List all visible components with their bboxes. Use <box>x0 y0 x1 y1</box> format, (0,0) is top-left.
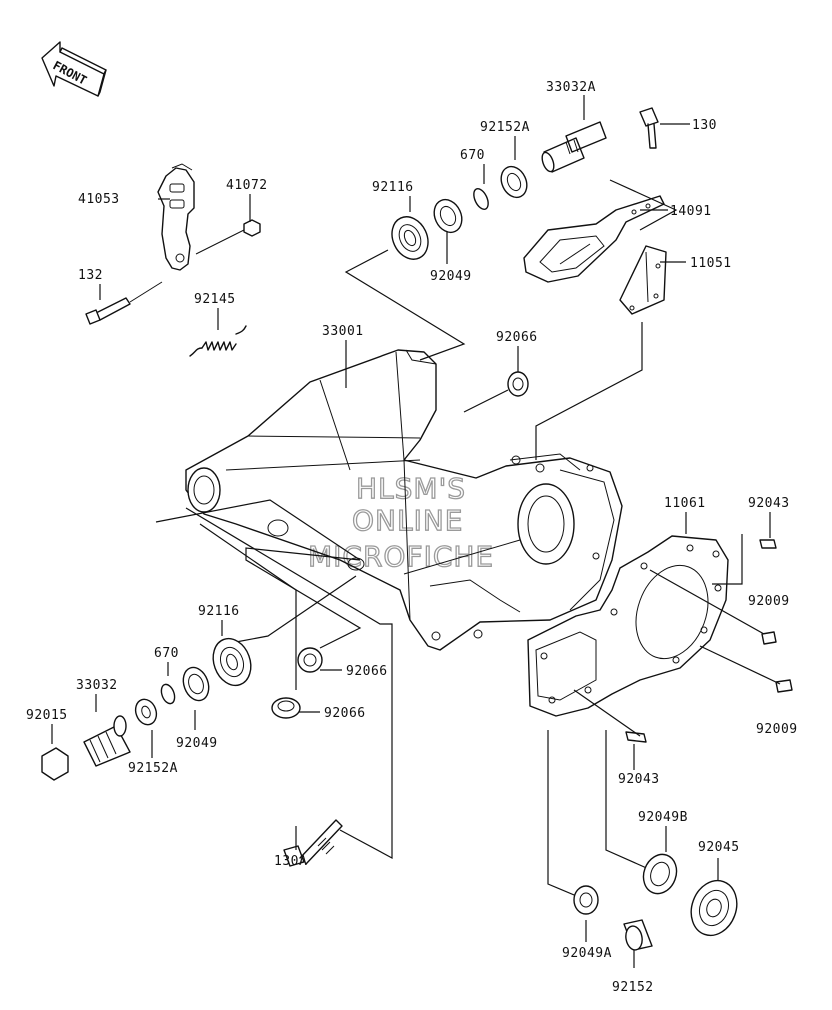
part-92066-bushing-top <box>507 371 529 397</box>
label-92009-b: 92009 <box>756 722 798 737</box>
part-14091-guard <box>523 195 665 283</box>
leader-lines <box>51 95 781 968</box>
part-132-bolt <box>85 281 163 325</box>
label-92116-top: 92116 <box>372 180 414 195</box>
part-92152A-washer-top <box>500 165 528 199</box>
label-14091: 14091 <box>670 204 712 219</box>
part-92116-bearing-top <box>391 216 429 260</box>
label-92066-mid: 92066 <box>346 664 388 679</box>
part-11061-gasket <box>527 535 729 717</box>
part-92066-bushing-mid <box>297 647 323 673</box>
part-92045-bearing <box>690 879 738 937</box>
part-92043-dowel-bottom <box>625 731 647 743</box>
part-33032A-adjuster <box>541 121 607 173</box>
label-92043-bottom: 92043 <box>618 772 660 787</box>
part-92015-nut <box>41 747 69 781</box>
part-92152-collar <box>623 919 653 951</box>
label-92066-top: 92066 <box>496 330 538 345</box>
label-130A: 130A <box>274 854 307 869</box>
part-92009-screw-a <box>761 631 777 645</box>
part-92043-dowel-right <box>759 539 777 549</box>
part-33032-adjuster <box>83 715 131 767</box>
label-92152: 92152 <box>612 980 654 995</box>
label-33032A: 33032A <box>546 80 596 95</box>
label-92009-a: 92009 <box>748 594 790 609</box>
label-92045: 92045 <box>698 840 740 855</box>
part-130-bolt <box>639 107 659 149</box>
label-11051: 11051 <box>690 256 732 271</box>
label-33001: 33001 <box>322 324 364 339</box>
label-41053: 41053 <box>78 192 120 207</box>
watermark-line-1: HLSM'S <box>356 472 466 505</box>
label-92049-bottom: 92049 <box>176 736 218 751</box>
part-92116-bearing-bottom <box>212 637 252 687</box>
label-92015: 92015 <box>26 708 68 723</box>
part-130A-bolt <box>283 819 343 867</box>
label-92116-bottom: 92116 <box>198 604 240 619</box>
label-41072: 41072 <box>226 178 268 193</box>
label-92152A-top: 92152A <box>480 120 530 135</box>
part-11051-bracket <box>619 245 667 315</box>
label-92043-right: 92043 <box>748 496 790 511</box>
label-11061: 11061 <box>664 496 706 511</box>
label-33032: 33032 <box>76 678 118 693</box>
label-92145: 92145 <box>194 292 236 307</box>
label-130: 130 <box>692 118 717 133</box>
label-92049B: 92049B <box>638 810 688 825</box>
part-92049A-seal <box>573 885 599 915</box>
label-670-bottom: 670 <box>154 646 179 661</box>
label-132: 132 <box>78 268 103 283</box>
part-92152A-washer-bottom <box>134 698 158 726</box>
part-670-circlip-top <box>473 188 489 210</box>
label-92049A: 92049A <box>562 946 612 961</box>
part-41053-bracket <box>157 163 195 271</box>
label-670-top: 670 <box>460 148 485 163</box>
part-labels: 33032A 130 92152A 670 92116 41072 41053 … <box>26 80 798 995</box>
watermark-line-2: ONLINE <box>352 504 463 537</box>
part-92145-spring <box>189 325 247 357</box>
part-92066-bushing-bot <box>271 697 301 719</box>
part-33001-swingarm <box>185 349 623 651</box>
label-92152A-bottom: 92152A <box>128 761 178 776</box>
part-92049-seal-bottom <box>182 666 210 702</box>
part-92049-seal-top <box>433 198 463 234</box>
part-92049B-seal <box>642 853 678 895</box>
part-41072-nut <box>195 219 261 255</box>
label-92049-top: 92049 <box>430 269 472 284</box>
watermark-line-3: MICROFICHE <box>308 540 494 573</box>
label-92066-bottom: 92066 <box>324 706 366 721</box>
part-92009-screw-b <box>775 679 793 693</box>
part-670-circlip-bottom <box>160 683 176 705</box>
front-arrow-icon: FRONT <box>41 41 107 97</box>
